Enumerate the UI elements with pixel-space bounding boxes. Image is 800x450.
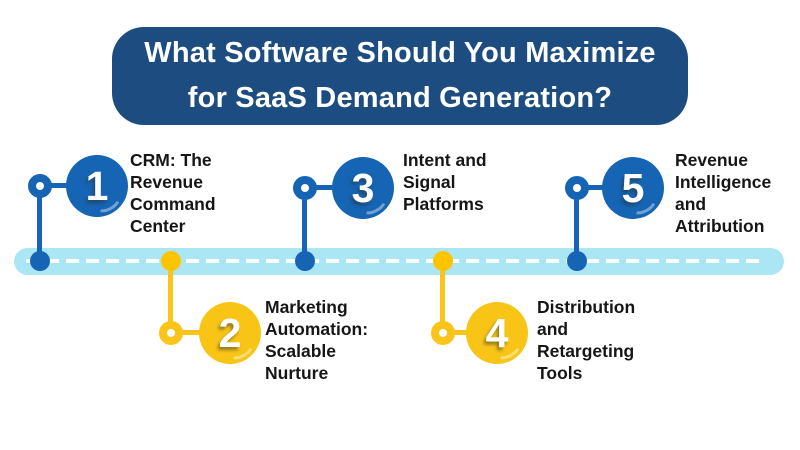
connector-ring xyxy=(293,176,317,200)
title-banner: What Software Should You Maximize for Sa… xyxy=(112,27,688,125)
connector-horizontal-line xyxy=(315,185,334,190)
step-label: CRM: The Revenue Command Center xyxy=(130,150,216,236)
step-number-circle: 5 xyxy=(602,157,664,219)
step-number-circle: 4 xyxy=(466,302,528,364)
connector-ring xyxy=(565,176,589,200)
step-number-circle: 1 xyxy=(66,155,128,217)
timeline-node-dot xyxy=(161,251,181,271)
connector-vertical-line xyxy=(302,194,307,264)
step-label: Distribution and Retargeting Tools xyxy=(537,297,636,383)
step-number-circle: 2 xyxy=(199,302,261,364)
step-number: 3 xyxy=(351,164,375,211)
connector-vertical-line xyxy=(168,258,173,328)
step-number-circle: 3 xyxy=(332,157,394,219)
title-line-1: What Software Should You Maximize xyxy=(144,37,656,69)
timeline-node-dot xyxy=(433,251,453,271)
connector-ring xyxy=(28,174,52,198)
step-label: Intent and Signal Platforms xyxy=(403,150,487,214)
connector-horizontal-line xyxy=(453,330,468,335)
connector-vertical-line xyxy=(574,194,579,264)
step-number: 2 xyxy=(218,309,242,356)
timeline-node-dot xyxy=(30,251,50,271)
step-label: Revenue Intelligence and Attribution xyxy=(675,150,772,236)
connector-vertical-line xyxy=(440,258,445,328)
connector-horizontal-line xyxy=(587,185,604,190)
connector-horizontal-line xyxy=(50,183,68,188)
title-line-2: for SaaS Demand Generation? xyxy=(187,82,613,114)
connector-horizontal-line xyxy=(181,330,201,335)
step-number: 5 xyxy=(621,164,645,211)
timeline-node-dot xyxy=(295,251,315,271)
step-label: Marketing Automation: Scalable Nurture xyxy=(265,297,369,383)
connector-ring xyxy=(159,321,183,345)
timeline-dashed-line xyxy=(26,259,762,263)
connector-ring xyxy=(431,321,455,345)
connector-vertical-line xyxy=(37,192,42,264)
step-number: 1 xyxy=(85,162,109,209)
timeline-node-dot xyxy=(567,251,587,271)
step-number: 4 xyxy=(485,309,509,356)
